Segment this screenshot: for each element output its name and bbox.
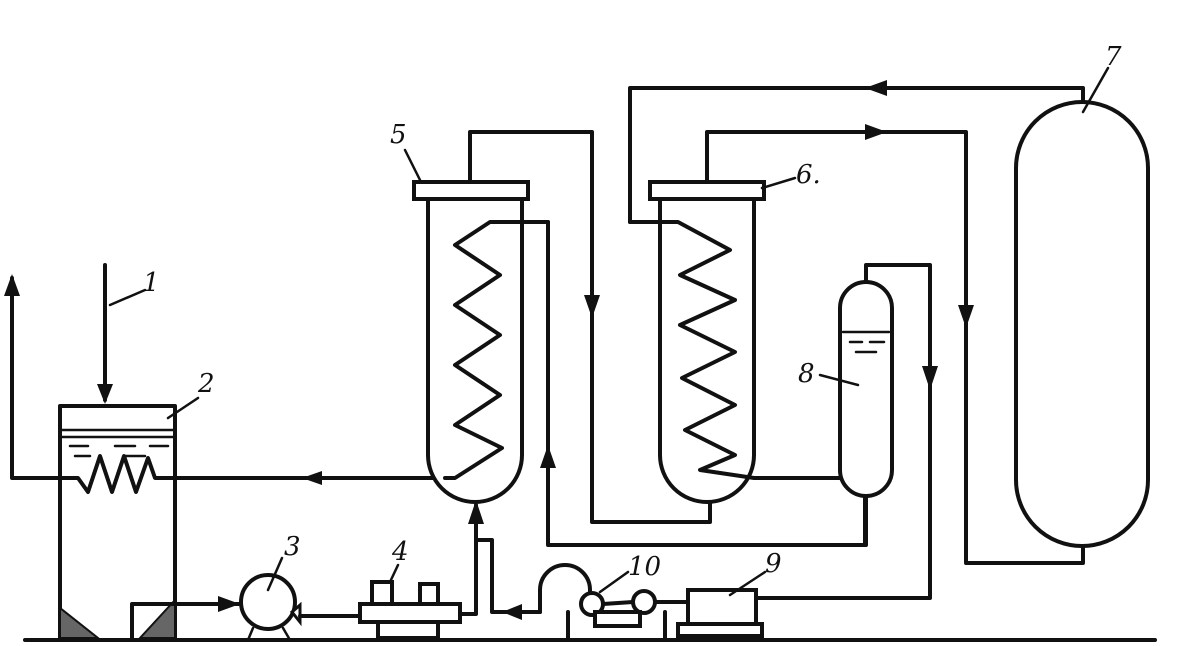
line-tank-to-pump — [130, 596, 242, 642]
label-7: 7 — [1105, 42, 1122, 72]
pump-3 — [239, 573, 302, 642]
line-vessel6-top-to-7 — [705, 124, 1085, 565]
label-1: 1 — [143, 268, 160, 298]
label-5: 5 — [390, 120, 407, 150]
line-8-to-9 — [753, 263, 938, 600]
return-line-to-tank — [176, 471, 447, 485]
line-7-to-vessel-6 — [628, 80, 1085, 224]
label-2: 2 — [197, 369, 215, 399]
unit-9 — [676, 588, 764, 638]
vessel-8 — [838, 280, 894, 498]
vessel-6 — [628, 180, 847, 504]
label-4: 4 — [391, 537, 409, 567]
sediment-right — [137, 597, 176, 639]
unit-4 — [358, 580, 462, 640]
label-3: 3 — [284, 532, 301, 562]
label-8: 8 — [798, 359, 815, 389]
line-4-to-vessel-5 — [458, 500, 484, 616]
leader-lines — [108, 66, 1110, 597]
label-10: 10 — [628, 552, 661, 582]
label-6: 6. — [796, 160, 821, 190]
tank-2 — [58, 404, 180, 642]
sediment-left — [59, 605, 101, 639]
pump-10 — [538, 563, 690, 642]
line-vessel5-top-to-6 — [468, 130, 712, 524]
vessel-5 — [412, 180, 550, 504]
tank-7 — [1014, 100, 1150, 548]
inlet-line-1 — [97, 263, 113, 404]
outlet-line-left — [4, 274, 77, 480]
label-9: 9 — [765, 549, 782, 579]
line-10-to-vessel-5 — [474, 538, 542, 620]
